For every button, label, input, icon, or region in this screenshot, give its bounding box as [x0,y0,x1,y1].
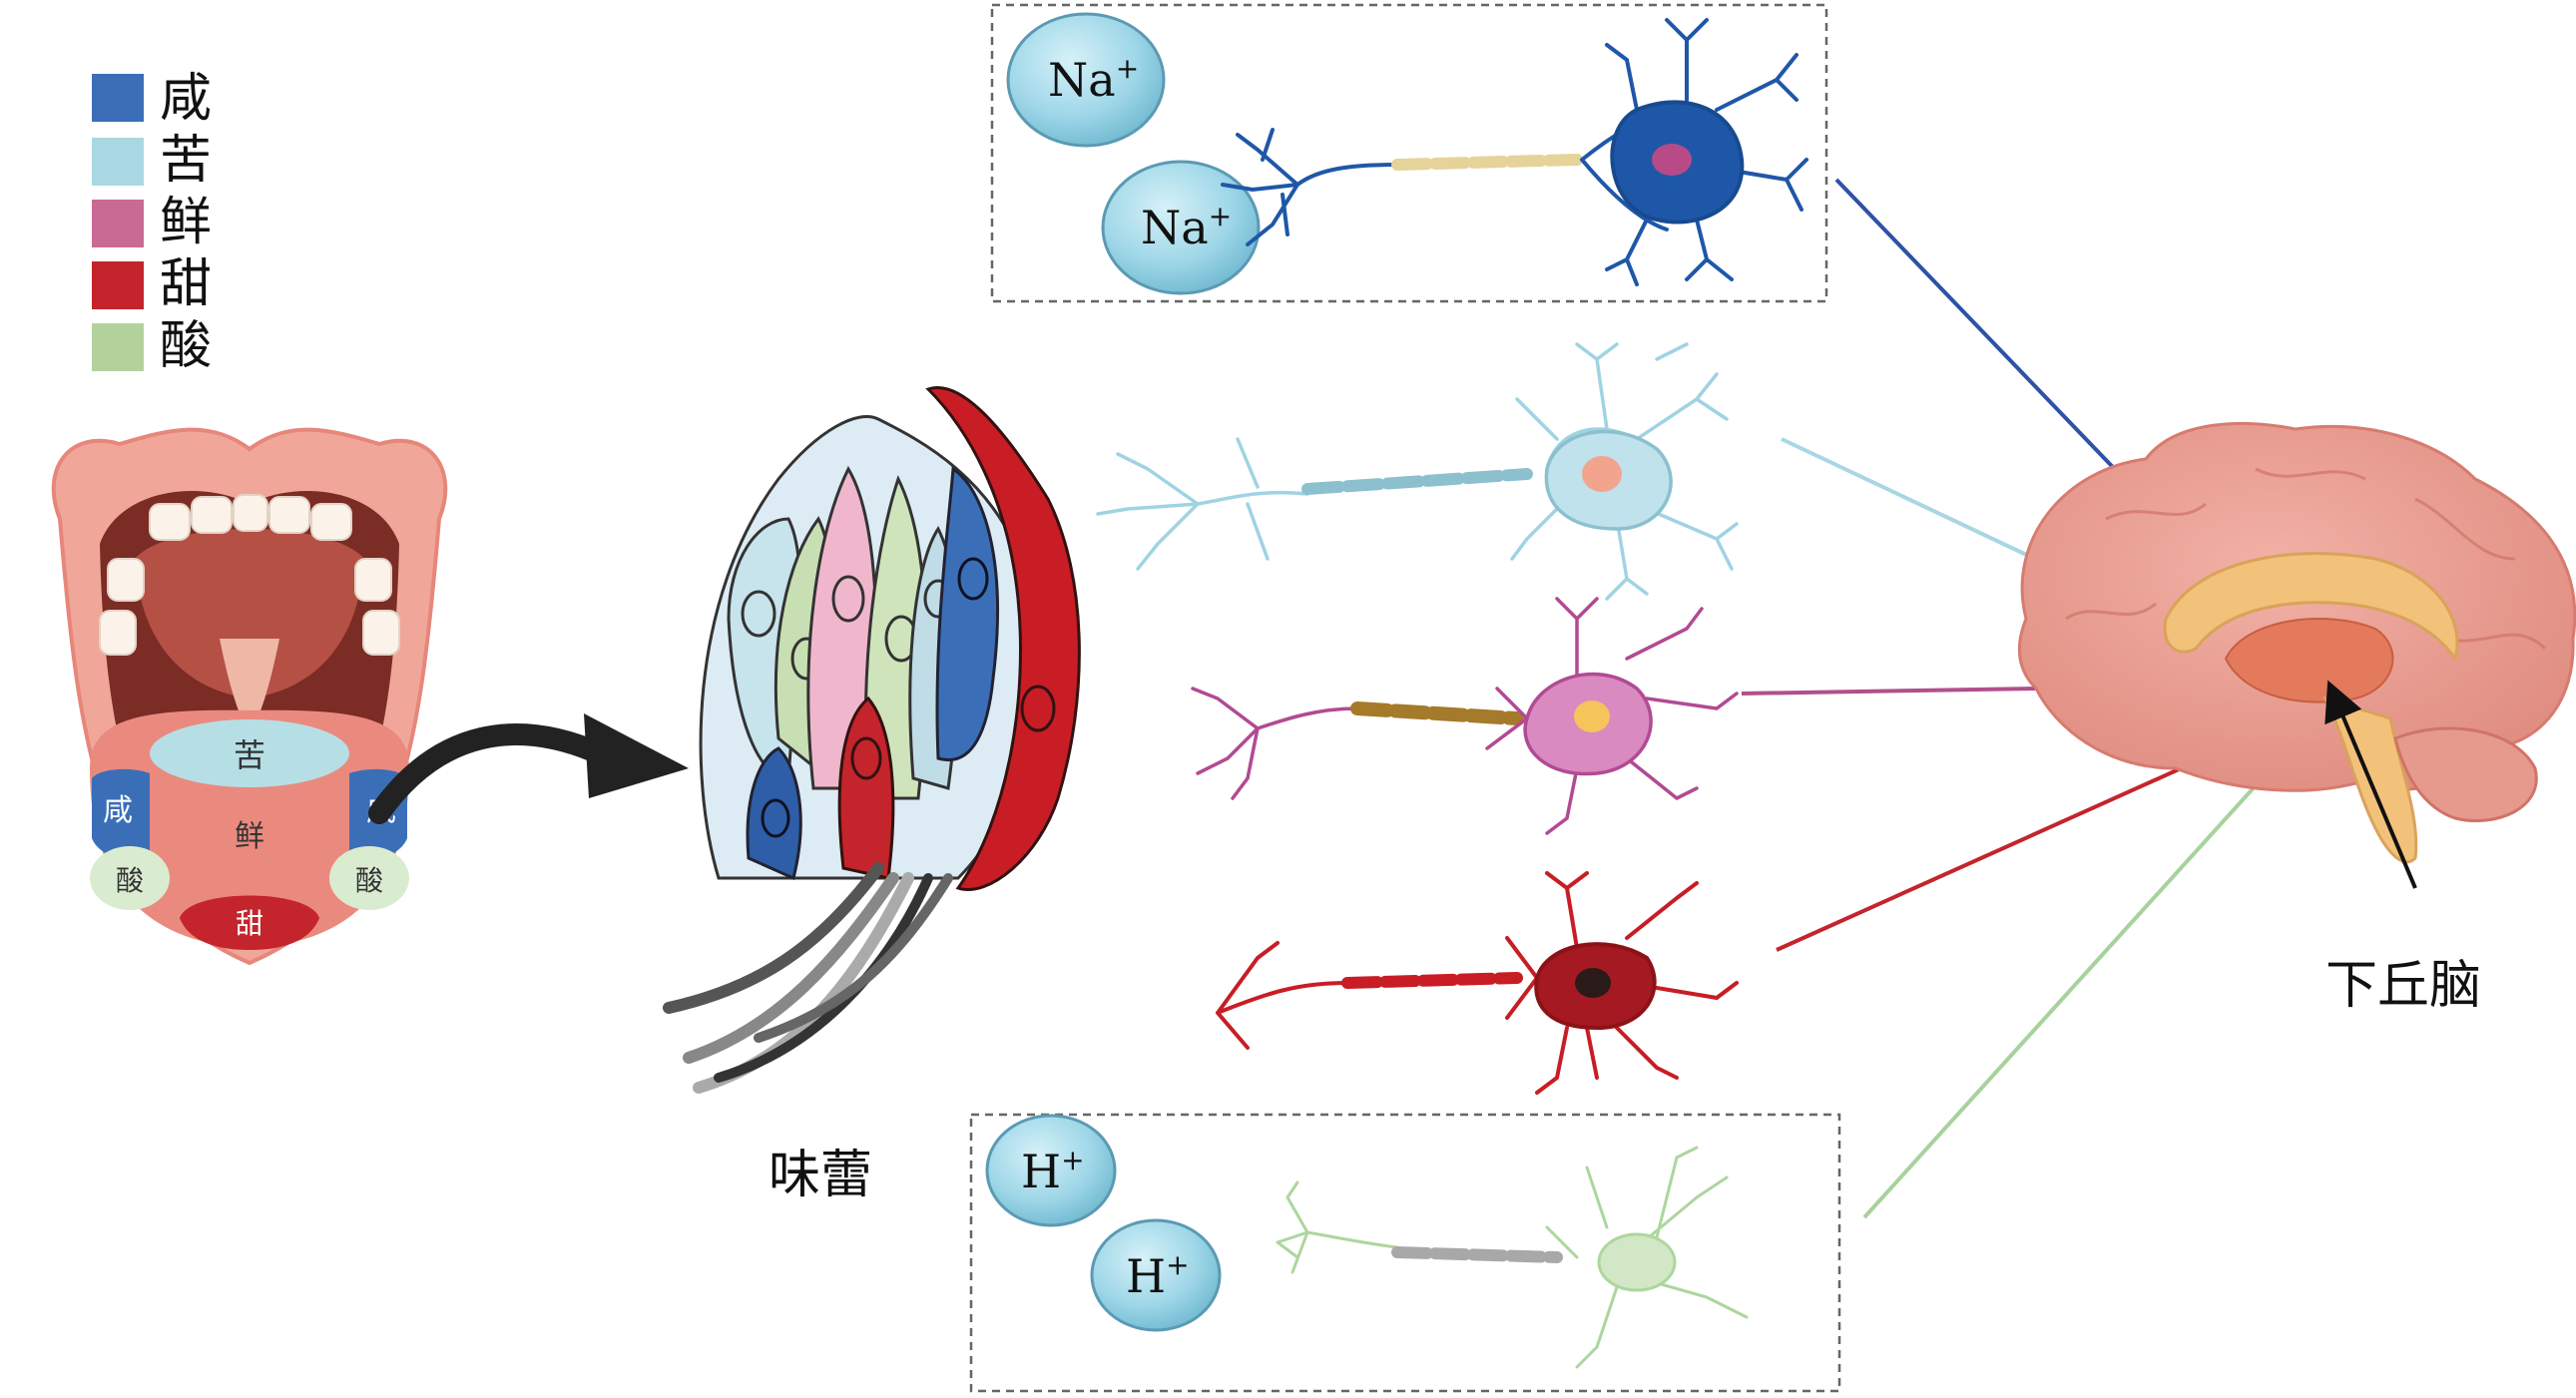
cell-nucleus-6 [957,557,989,601]
tongue-label-umami: 鲜 [235,819,264,854]
legend-label-salty: 咸 [160,69,212,129]
legend-item-sweet: 甜 [92,254,212,314]
taste-bud-label: 味蕾 [769,1146,872,1205]
na-ion-top-label: Na+ [1048,52,1139,107]
brain-cerebellum [2393,726,2538,823]
tongue-region-sour-right [329,846,409,910]
tongue-region-sweet [180,895,319,950]
legend-swatch-salty [92,74,144,122]
cell-salty-2 [746,746,802,881]
cell-nucleus-9 [1020,685,1056,732]
taste-bud-illustration: 味蕾 [663,386,1081,1205]
h-ion-top-label: H+ [1021,1144,1085,1198]
na-ion-bottom: Na+ [1101,160,1261,295]
taste-bud-nerves [663,862,953,1094]
cell-nucleus-8 [850,736,882,780]
neuron-sweet-nucleus [1575,968,1611,998]
curved-arrow [368,713,689,824]
legend-item-bitter: 苦 [92,131,212,191]
palate [135,529,364,699]
na-ion-top-bubble [1006,12,1166,148]
tongue-region-bitter [150,719,349,787]
neuron-salty [1221,18,1808,286]
brain-corpus-callosum [2163,552,2459,663]
neuron-sour [1276,1146,1749,1369]
legend-swatch-sweet [92,261,144,309]
tongue-label-salty-left: 咸 [103,793,133,828]
h-ion-top-bubble [985,1114,1117,1227]
legend-label-bitter: 苦 [160,131,212,191]
curved-arrow-head [584,713,689,798]
h-ion-bottom-label: H+ [1126,1248,1190,1303]
legend-item-sour: 酸 [92,316,212,376]
sodium-box: Na+ Na+ [990,3,1828,303]
legend-swatch-umami [92,200,144,247]
curved-arrow-shaft [368,723,610,824]
tongue-label-sour-right: 酸 [355,864,383,897]
cell-nucleus-1 [741,590,776,638]
uvula [220,639,279,733]
legend-label-umami: 鲜 [160,193,212,252]
cell-sweet-outer [925,386,1081,891]
hypothalamus-pointer [2324,680,2417,889]
legend-label-sweet: 甜 [160,254,212,314]
hypothalamus-label: 下丘脑 [2325,956,2481,1016]
cell-salty-1 [935,466,999,761]
sodium-box-border [990,3,1828,303]
legend-item-salty: 咸 [92,69,212,129]
legend-swatch-sour [92,323,144,371]
na-ion-bottom-label: Na+ [1141,200,1232,254]
h-ion-bottom-bubble [1090,1218,1222,1332]
upper-teeth [99,494,400,656]
neuron-umami [1191,597,1739,835]
cell-nucleus-3 [831,575,865,623]
legend-label-sour: 酸 [160,316,212,376]
h-ion-top: H+ [985,1114,1117,1227]
neuron-bitter-nucleus [1582,456,1622,492]
neuron-umami-nucleus [1574,700,1610,732]
na-ion-top: Na+ [1006,12,1166,148]
brain-illustration: 下丘脑 [2017,421,2576,1016]
tongue-label-sour-left: 酸 [116,864,144,897]
mouth-illustration: 苦 咸 咸 鲜 酸 酸 甜 [51,427,448,966]
tongue-region-sour-left [90,846,170,910]
na-ion-bottom-bubble [1101,160,1261,295]
proton-box: H+ H+ [969,1113,1841,1393]
legend-swatch-bitter [92,138,144,186]
neuron-sweet [1216,871,1739,1095]
neuron-bitter [1096,342,1739,601]
neuron-sour-body [1597,1232,1677,1292]
tongue-region-salty-left [92,768,150,860]
brain-cerebrum [2017,421,2576,792]
h-ion-bottom: H+ [1090,1218,1222,1332]
neuron-salty-nucleus [1652,144,1692,176]
tongue-label-sweet: 甜 [236,907,263,940]
cell-sweet-1 [837,696,895,880]
tongue-label-bitter: 苦 [234,736,265,774]
connector-sour [1862,706,2327,1219]
legend-item-umami: 鲜 [92,193,212,252]
cell-nucleus-7 [761,798,790,838]
proton-box-border [969,1113,1841,1393]
legend: 咸 苦 鲜 甜 酸 [92,69,212,376]
